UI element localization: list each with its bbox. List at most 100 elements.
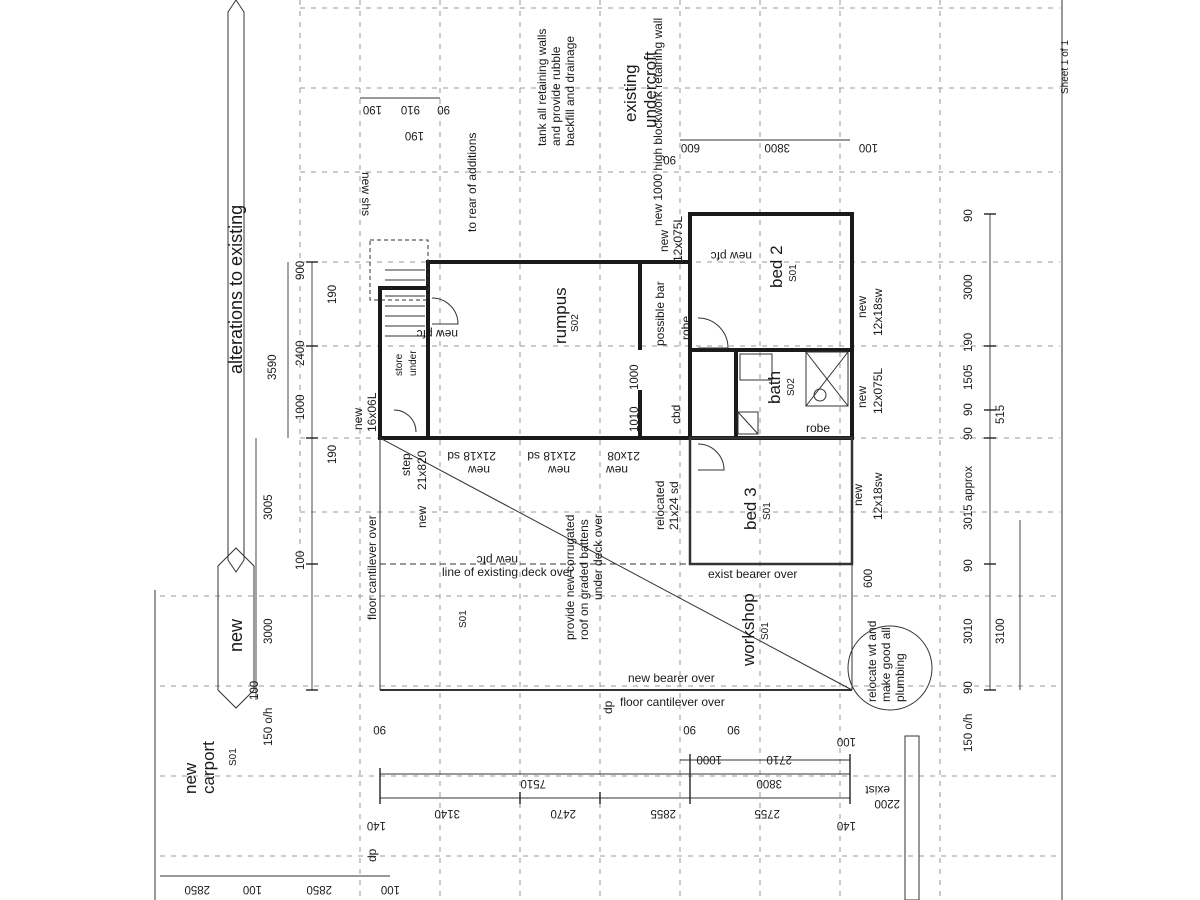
dim-left-100a: 100 [295,551,307,570]
window-2: new [657,230,671,252]
door-size: 21x820 [415,450,429,490]
sd3-label: new [606,463,628,477]
window-5: new [851,484,865,506]
downpipe-label: dp [601,700,615,714]
dim-inner-600: 600 [863,569,875,588]
margin-note: Sheet 1 of 1 [1060,40,1071,94]
dim-left-3000: 3000 [263,618,275,644]
room-carport-new: new [181,762,200,794]
dim-bot-2710: 2710 [766,753,792,765]
room-bed2: bed 2 [767,245,786,288]
dim-top-600: 600 [681,141,700,153]
lower-outline [369,239,854,691]
dim-bot-100b: 100 [381,883,400,895]
dim-inner-1010: 1010 [629,406,641,432]
dim-bot-7510: 7510 [520,777,546,789]
doors [393,297,729,471]
note-store-1: store [394,353,405,376]
note-cbd: cbd [669,405,683,424]
exist-post [904,735,920,900]
dim-bot-100a: 100 [243,883,262,895]
dim-right-3015: 3015 approx [963,466,975,530]
dim-bot-2470: 2470 [550,807,576,819]
note-bearer-new: new bearer over [628,671,715,685]
note-relocate-3: plumbing [893,653,907,702]
dim-top-910: 910 [401,103,420,115]
dim-left-190a: 190 [327,285,339,304]
dim-bot-2200: 2200 [874,797,900,809]
dim-right-150oh: 150 o/h [963,714,975,752]
new-banner-label: new [226,618,246,652]
room-carport-code: S01 [228,748,239,766]
dim-left-900: 900 [295,261,307,280]
note-bearer-exist: exist bearer over [708,567,797,581]
dim-bot-2855: 2855 [650,807,676,819]
dim-bot-90c: 90 [727,723,740,735]
note-relocate-1: relocate wt and [865,621,879,702]
shs-label: new shs [359,172,373,216]
note-relocate-2: make good all [879,627,893,702]
window-2-size: 12x075L [671,216,685,262]
dim-right-90d: 90 [963,559,975,572]
dim-right-90b: 90 [963,403,975,416]
dim-top-190b: 190 [405,129,424,141]
dim-right-515: 515 [995,405,1007,424]
dim-left-150oh: 150 o/h [263,708,275,746]
note-roof-3: under deck over [591,514,605,600]
note-retain-2: to rear of additions [465,133,479,232]
dim-bot-90a: 90 [373,723,386,735]
dim-bot-2755: 2755 [754,807,780,819]
downpipe-label-2: dp [365,848,379,862]
dim-inner-1000: 1000 [629,364,641,390]
dim-right-90c: 90 [963,427,975,440]
dim-bot-1000: 1000 [696,753,722,765]
sd3-size: 21x08 [607,449,640,463]
dim-top-3800: 3800 [764,141,790,153]
note-tank-1: tank all retaining walls [535,29,549,146]
dim-left-3005: 3005 [263,494,275,520]
dim-right-90a: 90 [963,209,975,222]
dim-left-1000: 1000 [295,394,307,420]
window-3: new [855,296,869,318]
side-title: alterations to existing [226,205,246,374]
room-workshop-code: S01 [760,622,771,640]
dim-right-3100: 3100 [995,618,1007,644]
building-walls [378,212,854,440]
note-roof-1: provide new corrugated [563,515,577,640]
stair [385,269,425,337]
pfc-bed2: new pfc [711,249,752,263]
dim-bot-2850b: 2850 [306,883,332,895]
sd1-label: new [468,463,490,477]
undercroft-line1: existing [621,64,640,122]
note-possible-bar: possible bar [653,281,667,346]
room-carport: carport [199,741,218,794]
dim-right-3000a: 3000 [963,274,975,300]
room-bath-code: S02 [786,378,797,396]
note-robe2: robe [806,421,830,435]
sd2-label: new [548,463,570,477]
room-bed3-code: S01 [762,502,773,520]
dim-right-190: 190 [963,333,975,352]
dim-bot-140a: 140 [367,819,386,831]
dim-left-190b: 190 [327,445,339,464]
door-label: new [415,506,429,528]
note-deck-line: line of existing deck over [442,565,573,579]
dim-top-90a: 90 [437,103,450,115]
dim-left-100b: 100 [249,681,261,700]
note-tank-3: backfill and drainage [563,36,577,146]
dim-bot-3140: 3140 [434,807,460,819]
note-relocated-2: 21x24 sd [667,481,681,530]
dim-left-3590: 3590 [267,354,279,380]
dim-right-90e: 90 [963,681,975,694]
window-5-size: 12x18sw [871,472,885,520]
room-bed3: bed 3 [741,487,760,530]
room-workshop: workshop [739,593,758,667]
note-store-2: under [408,350,419,376]
note-retain-1: new 1000 high blockwork retaining wall [651,18,665,226]
dim-right-1505: 1505 [963,364,975,390]
note-cantilever-left: floor cantilever over [365,515,379,620]
note-relocated-1: relocated [653,481,667,530]
note-cantilever-bottom: floor cantilever over [620,695,725,709]
new-banner [217,547,255,709]
